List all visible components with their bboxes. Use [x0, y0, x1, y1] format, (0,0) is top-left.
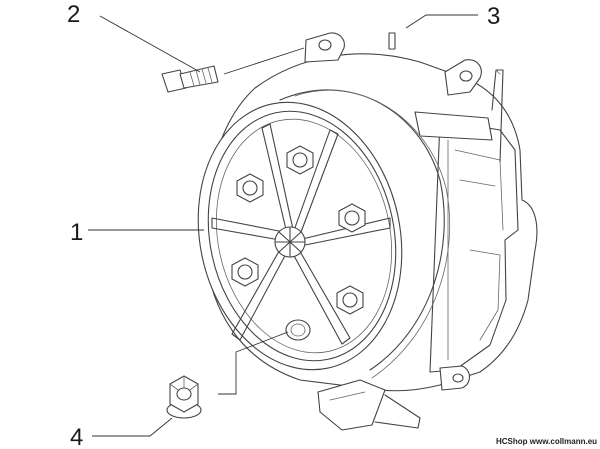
flange-nut-part — [166, 375, 202, 419]
leader-3 — [405, 14, 478, 29]
screw-part — [161, 65, 219, 93]
nut-right-bottom — [336, 285, 364, 315]
cover-spokes — [211, 123, 391, 345]
leader-4 — [92, 417, 173, 437]
cover-hex-nuts — [231, 145, 366, 341]
nut-left-bottom — [231, 257, 259, 287]
leader-4-ext — [218, 331, 289, 395]
leader-2 — [99, 15, 201, 73]
nut-top-left — [236, 173, 264, 203]
leader-lines — [88, 14, 478, 437]
nut-right-top — [338, 203, 366, 233]
callout-1: 1 — [70, 219, 83, 246]
leader-2-ext — [223, 47, 305, 75]
pin-part — [388, 32, 396, 50]
callout-labels: 1 2 3 4 — [67, 1, 500, 449]
nut-top — [286, 145, 314, 175]
callout-3: 3 — [487, 3, 500, 30]
empty-bolt-hole — [285, 319, 311, 341]
callout-4: 4 — [70, 424, 83, 449]
callout-2: 2 — [67, 1, 80, 28]
watermark-text: HCShop www.collmann.eu — [496, 437, 597, 446]
